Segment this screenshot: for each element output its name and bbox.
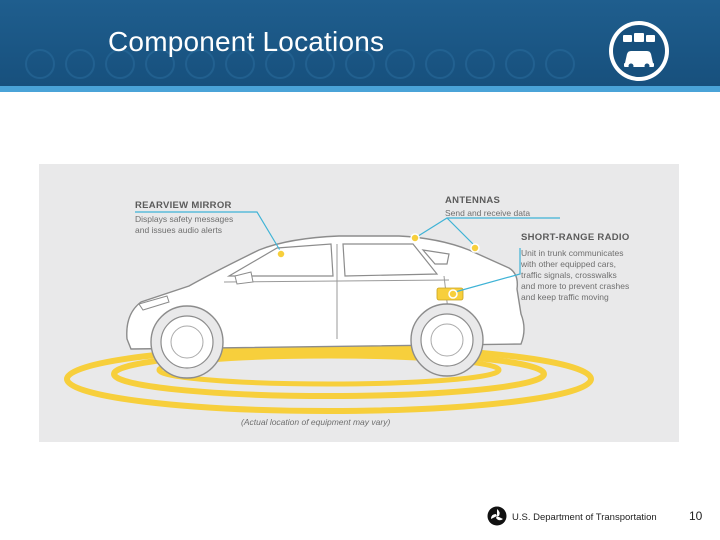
antennas-heading: ANTENNAS bbox=[445, 195, 501, 206]
rearview-mirror-line2: and issues audio alerts bbox=[135, 225, 222, 235]
car-windows bbox=[226, 243, 450, 277]
car-components-figure: REARVIEW MIRROR Displays safety messages… bbox=[39, 164, 679, 442]
short-range-radio-heading: SHORT-RANGE RADIO bbox=[521, 232, 630, 243]
radio-line1: Unit in trunk communicates bbox=[521, 248, 624, 258]
connected-vehicles-badge-icon bbox=[609, 21, 669, 81]
rearview-mirror-heading: REARVIEW MIRROR bbox=[135, 200, 232, 211]
signal-rings bbox=[64, 344, 594, 414]
slide-header bbox=[0, 0, 720, 86]
radio-line3: traffic signals, crosswalks bbox=[521, 270, 617, 280]
car-illustration bbox=[64, 211, 594, 414]
callout-lines bbox=[135, 211, 560, 293]
slide-title: Component Locations bbox=[108, 26, 385, 57]
component-markers bbox=[276, 233, 480, 299]
radio-line5: and keep traffic moving bbox=[521, 292, 609, 302]
usdot-triskelion-icon bbox=[487, 506, 507, 526]
header-accent-bar bbox=[0, 86, 720, 92]
radio-line2: with other equipped cars, bbox=[521, 259, 616, 269]
header-pattern bbox=[25, 49, 575, 79]
radio-line4: and more to prevent crashes bbox=[521, 281, 630, 291]
page-number: 10 bbox=[689, 509, 703, 523]
antennas-line1: Send and receive data bbox=[445, 208, 531, 218]
rearview-mirror-line1: Displays safety messages bbox=[135, 214, 234, 224]
car-wheels bbox=[150, 303, 484, 379]
footer-organization: U.S. Department of Transportation bbox=[512, 512, 657, 523]
figure-footnote: (Actual location of equipment may vary) bbox=[241, 417, 391, 427]
